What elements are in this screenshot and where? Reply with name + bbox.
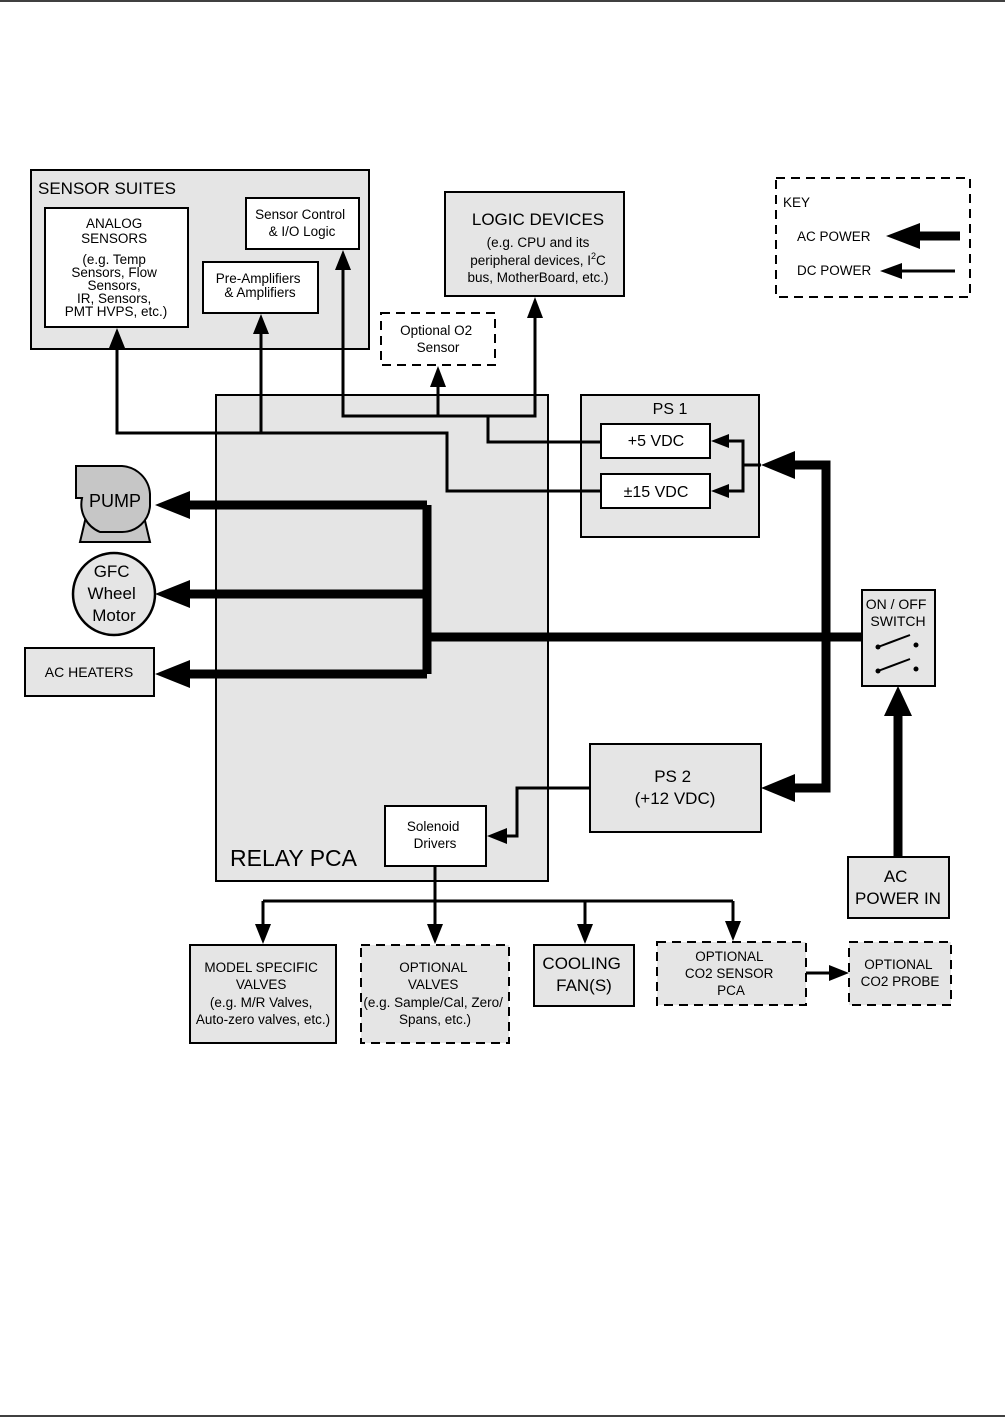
gfc-motor-label: GFC Wheel Motor <box>88 562 141 625</box>
dc-arrow-cooling-fans <box>577 924 593 944</box>
switch-contact-2b <box>913 666 919 672</box>
ps1-title: PS 1 <box>653 401 688 418</box>
analog-sensors-label: ANALOG SENSORS (e.g. Temp Sensors, Flow … <box>65 216 168 319</box>
logic-devices-title: LOGIC DEVICES <box>472 210 604 229</box>
ac-power-in-label: AC POWER IN <box>855 867 941 908</box>
ps1-15vdc-box <box>600 473 711 509</box>
dc-arrow-analog <box>109 328 125 348</box>
key-dc-label: DC POWER <box>797 263 872 278</box>
ps2-label: PS 2 (+12 VDC) <box>635 767 716 808</box>
dc-power-wiring <box>109 250 849 981</box>
dc-arrow-solenoid <box>487 828 507 844</box>
ps1-15vdc-label: ±15 VDC <box>624 484 689 501</box>
logic-devices-line2: peripheral devices, I2C <box>470 251 606 268</box>
pump-label: PUMP <box>89 491 141 511</box>
pre-amplifiers-label: Pre-Amplifiers & Amplifiers <box>216 271 305 300</box>
dc-arrow-co2-pca <box>725 921 741 941</box>
dc-arrow-o2 <box>430 366 446 387</box>
ac-arrow-pump <box>155 491 190 519</box>
dc-arrow-preamp <box>253 314 269 334</box>
dc-ps1-to-15v <box>728 465 745 493</box>
key-ac-label: AC POWER <box>797 229 871 244</box>
ps1-box <box>580 394 760 538</box>
ac-power-in-box <box>847 856 950 919</box>
key-ac-arrow-head <box>886 223 920 249</box>
dc-ps2-to-solenoid <box>506 786 590 838</box>
ac-heaters-label: AC HEATERS <box>45 664 133 680</box>
ac-arrow-heaters <box>155 660 190 688</box>
ps1-5vdc-box <box>600 423 711 459</box>
ac-line-to-ps1 <box>792 460 831 637</box>
dc-arrow-optional-valves <box>427 924 443 944</box>
sensor-suites: SENSOR SUITES ANALOG SENSORS (e.g. Temp … <box>30 169 370 350</box>
ac-arrow-switch <box>884 686 912 716</box>
ac-arrow-gfc <box>155 580 190 608</box>
ps2-box <box>589 743 762 833</box>
sensor-control-box <box>245 197 360 250</box>
solenoid-drivers-box <box>384 805 487 867</box>
ps1: PS 1 +5 VDC ±15 VDC <box>580 394 760 538</box>
key-box <box>775 177 971 298</box>
ps1-5vdc-label: +5 VDC <box>628 433 684 450</box>
model-specific-valves-label: MODEL SPECIFIC VALVES (e.g. M/R Valves, … <box>196 960 330 1027</box>
switch-contact-1b <box>913 642 919 648</box>
dc-arrow-5v <box>711 434 729 448</box>
ac-line-to-ps2 <box>792 637 831 793</box>
dc-arrow-15v <box>711 484 729 498</box>
solenoid-drivers-label: Solenoid Drivers <box>407 819 463 851</box>
sensor-suites-title: SENSOR SUITES <box>38 179 176 198</box>
switch-box <box>861 589 936 687</box>
ac-heaters-box <box>24 647 155 697</box>
dc-arrow-sensor-control <box>335 250 351 270</box>
switch-label: ON / OFF SWITCH <box>866 596 931 629</box>
dc-15v-to-analog <box>115 348 601 493</box>
relay-pca-label: RELAY PCA <box>230 845 358 871</box>
optional-co2-probe-box <box>848 941 952 1006</box>
analog-sensors-box <box>44 207 189 328</box>
logic-devices-line3: bus, MotherBoard, etc.) <box>467 270 608 285</box>
pump: PUMP <box>75 465 152 543</box>
pre-amplifiers-box <box>202 261 319 314</box>
ac-power-wiring <box>155 451 912 857</box>
dc-arrow-co2-probe <box>829 965 849 981</box>
model-specific-valves-box <box>189 944 337 1044</box>
logic-devices-box <box>444 191 625 297</box>
key-legend: KEY AC POWER DC POWER <box>775 177 971 298</box>
optional-co2-pca-label: OPTIONAL CO2 SENSOR PCA <box>685 949 777 998</box>
optional-valves-box <box>360 944 510 1044</box>
switch-blade-2 <box>877 658 911 672</box>
key-title: KEY <box>783 195 810 210</box>
switch-blade-1 <box>877 634 911 648</box>
sensor-control-label: Sensor Control & I/O Logic <box>255 207 349 239</box>
cooling-fans-label: COOLING FAN(S) <box>542 954 625 995</box>
optional-co2-probe-label: OPTIONAL CO2 PROBE <box>861 957 940 989</box>
ac-arrow-ps1 <box>761 451 795 479</box>
dc-arrow-model-valves <box>255 924 271 944</box>
optional-valves-label: OPTIONAL VALVES (e.g. Sample/Cal, Zero/ … <box>363 960 506 1027</box>
on-off-switch: ON / OFF SWITCH <box>861 589 936 687</box>
dc-ps1-to-5v <box>728 439 761 467</box>
cooling-fans-box <box>533 944 635 1007</box>
dc-arrow-logic <box>527 297 543 318</box>
optional-o2-box <box>380 312 496 366</box>
logic-devices-line1: (e.g. CPU and its <box>487 235 590 250</box>
key-dc-arrow-head <box>880 263 902 279</box>
pump-body <box>75 465 151 534</box>
dc-5v-to-sensor-control <box>341 270 535 418</box>
logic-devices: LOGIC DEVICES (e.g. CPU and its peripher… <box>444 191 625 297</box>
ac-arrow-ps2 <box>761 774 795 802</box>
optional-o2-label: Optional O2 Sensor <box>400 323 476 355</box>
